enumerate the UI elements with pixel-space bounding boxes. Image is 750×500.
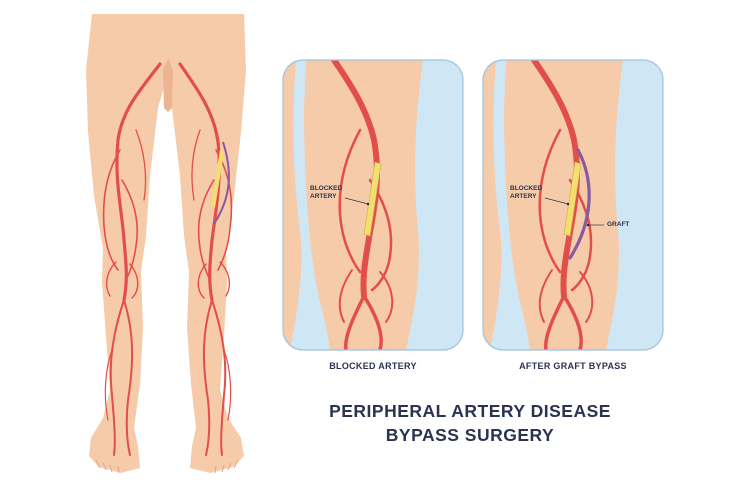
panel-graft-frame (482, 59, 664, 351)
crotch-shade (163, 58, 173, 112)
left-leg-arteries (102, 62, 162, 456)
panel-blocked-frame (282, 59, 464, 351)
title-line-1: PERIPHERAL ARTERY DISEASE (329, 401, 611, 421)
right-leg (167, 14, 246, 473)
label-blocked-artery: BLOCKED ARTERY (310, 185, 343, 200)
right-leg-plaque (211, 150, 224, 208)
caption-blocked-artery: BLOCKED ARTERY (329, 361, 417, 371)
right-foot-toes (214, 459, 239, 474)
left-foot-toes (95, 459, 120, 474)
caption-after-graft-bypass: AFTER GRAFT BYPASS (519, 361, 627, 371)
title-line-2: BYPASS SURGERY (385, 425, 555, 445)
left-leg (86, 14, 169, 473)
right-leg-graft (213, 141, 230, 225)
panel-graft-bypass (483, 60, 663, 350)
panel-blocked-artery (283, 60, 463, 350)
label-graft-blocked-artery: BLOCKED ARTERY (510, 185, 543, 200)
label-graft: GRAFT (607, 221, 630, 228)
legs-figure (86, 14, 246, 474)
